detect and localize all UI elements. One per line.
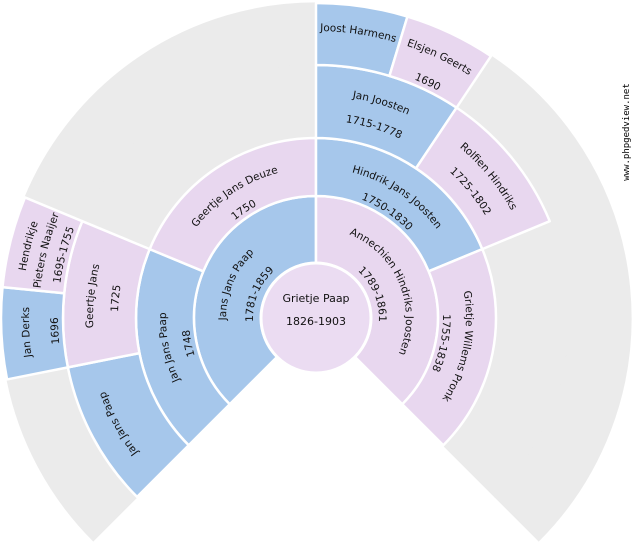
fan-sector-rolfien-hindriks-gen4[interactable] — [414, 106, 551, 251]
fan-sector-elsjen-geerts-gen5[interactable] — [388, 15, 493, 109]
fan-label-jan-derks: Jan Derks — [20, 307, 35, 359]
fan-center-grietje-paap[interactable] — [259, 261, 373, 375]
fan-sector-geertje-jans-gen4[interactable] — [61, 219, 151, 369]
fan-label-1748: 1748 — [181, 329, 198, 358]
fan-label-1696: 1696 — [49, 317, 62, 345]
watermark-url: www.phpgedview.net — [622, 83, 632, 181]
fan-sector-grietje-willems-pronk-gen3[interactable] — [401, 247, 498, 447]
fan-sector-hendrikje-gen5[interactable] — [1, 196, 84, 295]
center-person-dates: 1826-1903 — [286, 315, 346, 328]
center-person-name: Grietje Paap — [282, 292, 349, 305]
